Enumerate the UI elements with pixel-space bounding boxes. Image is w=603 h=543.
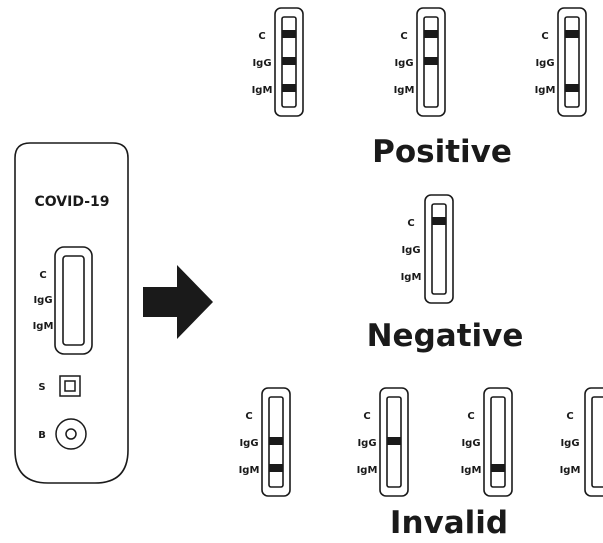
strip-label-igm: IgM <box>535 85 556 96</box>
strip-outer <box>557 7 587 117</box>
band-igm <box>282 84 296 92</box>
strip-label-igg: IgG <box>560 438 579 449</box>
strip-outer <box>483 387 513 497</box>
band-igm <box>565 84 579 92</box>
strip-label-igm: IgM <box>252 85 273 96</box>
strip-label-igg: IgG <box>357 438 376 449</box>
strip-positive-2: C IgG IgM <box>394 7 446 117</box>
result-strips: C IgG IgM C IgG IgM C IgG IgM C IgG IgM C IgG IgM C IgG I… <box>239 7 603 497</box>
strip-label-igg: IgG <box>461 438 480 449</box>
cassette-window-outer <box>54 246 93 355</box>
strip-label-igm: IgM <box>239 465 260 476</box>
band-igm <box>269 464 283 472</box>
band-c <box>565 30 579 38</box>
strip-inner <box>591 396 603 488</box>
strip-outer <box>274 7 304 117</box>
strip-inner <box>490 396 506 488</box>
sample-well-inner <box>64 380 76 392</box>
cassette-label-igm: IgM <box>33 321 54 332</box>
strip-label-igm: IgM <box>357 465 378 476</box>
strip-outer <box>424 194 454 304</box>
sample-well-label: S <box>38 382 45 393</box>
sample-well-outer <box>59 375 81 397</box>
band-c <box>432 217 446 225</box>
strip-invalid-2: C IgG IgM <box>357 387 409 497</box>
strip-label-igg: IgG <box>535 58 554 69</box>
strip-inner <box>431 203 447 295</box>
band-igg <box>387 437 401 445</box>
cassette-label-c: C <box>39 270 46 281</box>
strip-label-igm: IgM <box>394 85 415 96</box>
strip-invalid-3: C IgG IgM <box>461 387 513 497</box>
strip-label-igm: IgM <box>560 465 581 476</box>
strip-label-igg: IgG <box>239 438 258 449</box>
band-c <box>282 30 296 38</box>
caption-negative: Negative <box>367 318 524 354</box>
strip-inner <box>564 16 580 108</box>
right-arrow-icon <box>143 265 213 339</box>
strip-label-c: C <box>541 31 548 42</box>
strip-invalid-4: C IgG IgM <box>560 387 603 497</box>
strip-label-c: C <box>407 218 414 229</box>
strip-label-igm: IgM <box>401 272 422 283</box>
cassette-label-igg: IgG <box>33 295 52 306</box>
strip-label-c: C <box>245 411 252 422</box>
band-igg <box>269 437 283 445</box>
buffer-well-inner <box>65 428 77 440</box>
cassette-body <box>14 142 129 484</box>
buffer-well-outer <box>55 418 87 450</box>
strip-label-igg: IgG <box>252 58 271 69</box>
caption-positive: Positive <box>372 134 512 170</box>
strip-negative-1: C IgG IgM <box>401 194 454 304</box>
strip-outer <box>584 387 603 497</box>
strip-label-c: C <box>467 411 474 422</box>
strip-outer <box>379 387 409 497</box>
cassette-window-inner <box>62 255 85 346</box>
strip-label-c: C <box>258 31 265 42</box>
strip-positive-1: C IgG IgM <box>252 7 304 117</box>
strip-label-c: C <box>363 411 370 422</box>
strip-outer <box>261 387 291 497</box>
strip-label-c: C <box>566 411 573 422</box>
band-igg <box>282 57 296 65</box>
test-cassette: COVID-19 C IgG IgM S B <box>14 142 129 484</box>
buffer-well-label: B <box>38 430 46 441</box>
strip-label-c: C <box>400 31 407 42</box>
strip-outer <box>416 7 446 117</box>
strip-label-igm: IgM <box>461 465 482 476</box>
cassette-brand: COVID-19 <box>34 194 109 210</box>
band-igm <box>491 464 505 472</box>
strip-label-igg: IgG <box>394 58 413 69</box>
strip-invalid-1: C IgG IgM <box>239 387 291 497</box>
caption-invalid: Invalid <box>390 505 508 541</box>
strip-label-igg: IgG <box>401 245 420 256</box>
band-igg <box>424 57 438 65</box>
strip-positive-3: C IgG IgM <box>535 7 587 117</box>
band-c <box>424 30 438 38</box>
